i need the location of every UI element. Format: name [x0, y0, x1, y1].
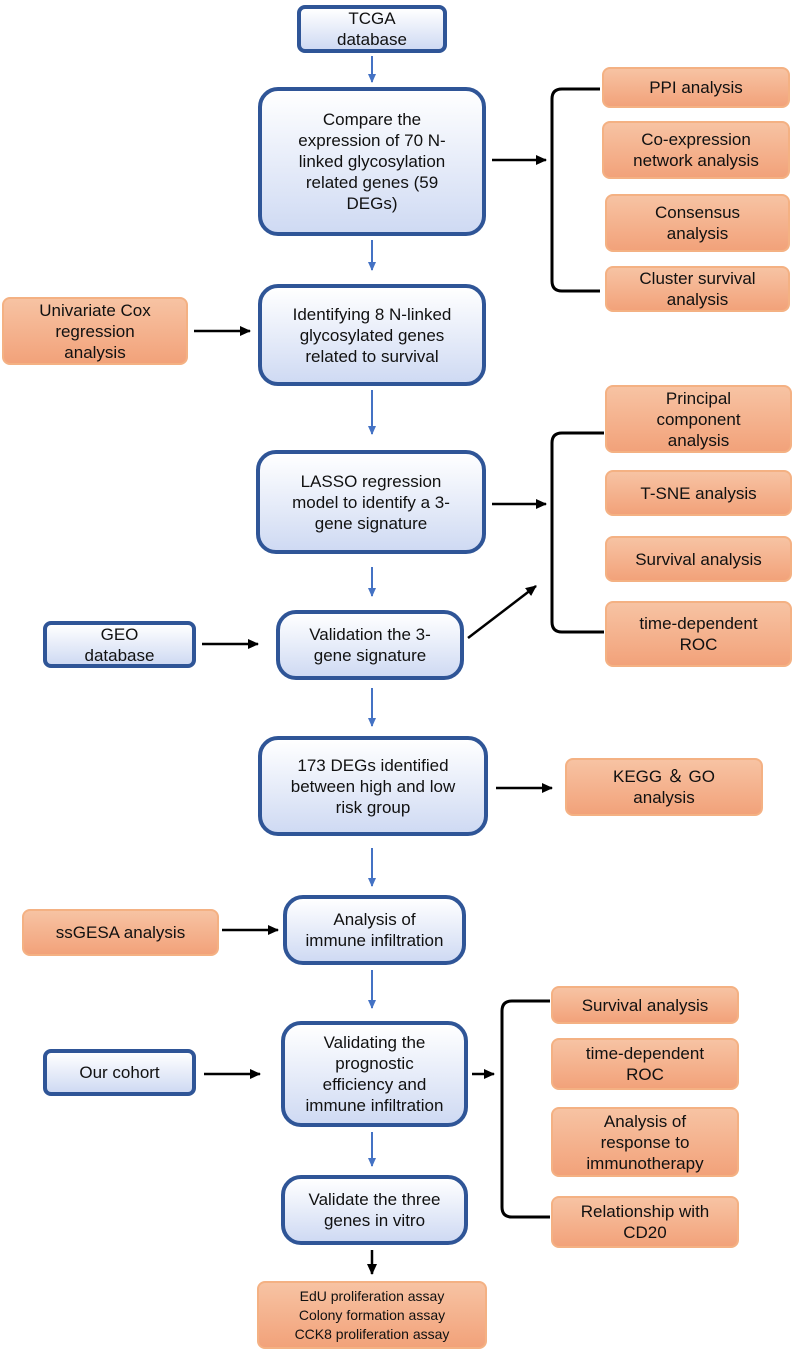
time-dependent-roc-box-1: time-dependent ROC [605, 601, 792, 667]
identify-survival-genes-box: Identifying 8 N-linked glycosylated gene… [258, 284, 486, 386]
time-dependent-roc-box-2: time-dependent ROC [551, 1038, 739, 1090]
assays-box: EdU proliferation assay Colony formation… [257, 1281, 487, 1349]
pca-box: Principal component analysis [605, 385, 792, 453]
arrow-validation-to-group2 [467, 585, 537, 639]
tsne-analysis-box: T-SNE analysis [605, 470, 792, 516]
geo-database-box: GEO database [43, 621, 196, 668]
our-cohort-box: Our cohort [43, 1049, 196, 1096]
immunotherapy-response-box: Analysis of response to immunotherapy [551, 1107, 739, 1177]
tcga-database-box: TCGA database [297, 5, 447, 53]
consensus-analysis-box: Consensus analysis [605, 194, 790, 252]
ssgesa-analysis-box: ssGESA analysis [22, 909, 219, 956]
validating-prognostic-box: Validating the prognostic efficiency and… [281, 1021, 468, 1127]
kegg-go-box: KEGG ＆ GO analysis [565, 758, 763, 816]
compare-expression-box: Compare the expression of 70 N- linked g… [258, 87, 486, 236]
ppi-analysis-box: PPI analysis [602, 67, 790, 108]
validate-in-vitro-box: Validate the three genes in vitro [281, 1175, 468, 1245]
univariate-cox-box: Univariate Cox regression analysis [2, 297, 188, 365]
lasso-regression-box: LASSO regression model to identify a 3- … [256, 450, 486, 554]
degs-identified-box: 173 DEGs identified between high and low… [258, 736, 488, 836]
bracket-group2 [550, 431, 604, 634]
validation-signature-box: Validation the 3- gene signature [276, 610, 464, 680]
relationship-cd20-box: Relationship with CD20 [551, 1196, 739, 1248]
immune-infiltration-box: Analysis of immune infiltration [283, 895, 466, 965]
bracket-group3 [500, 999, 550, 1219]
cluster-survival-box: Cluster survival analysis [605, 266, 790, 312]
survival-analysis-box-2: Survival analysis [551, 986, 739, 1024]
coexpression-network-box: Co-expression network analysis [602, 121, 790, 179]
survival-analysis-box-1: Survival analysis [605, 536, 792, 582]
bracket-group1 [550, 87, 600, 293]
